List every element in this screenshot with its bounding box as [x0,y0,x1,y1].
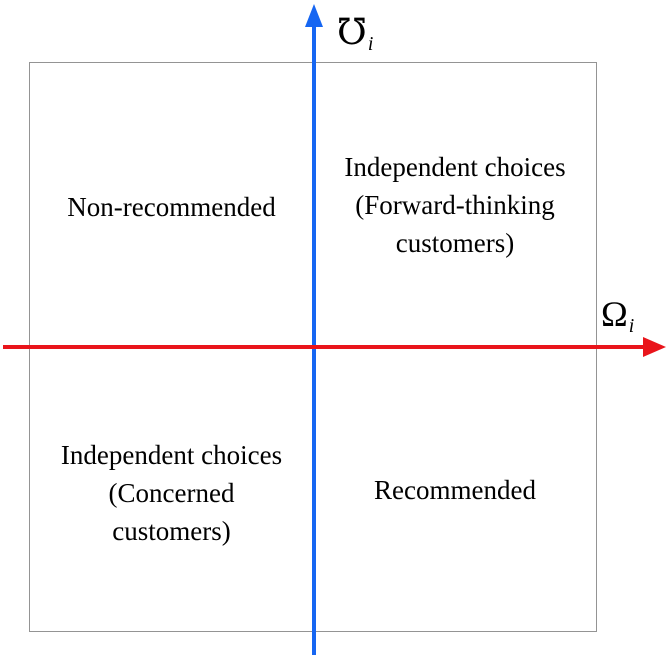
quadrant-label-top-left: Non-recommended [30,188,313,226]
quadrant-label-top-right: Independent choices (Forward-thinking cu… [313,148,597,262]
quadrant-text-line: Recommended [374,475,536,505]
quadrant-label-bottom-right: Recommended [313,471,597,509]
x-axis-label: Ωi [601,296,634,336]
x-axis-subscript: i [628,314,635,337]
quadrant-text-line: Non-recommended [67,192,276,222]
quadrant-text-line: (Forward-thinking [355,190,555,220]
quadrant-text-line: Independent choices [60,440,283,470]
y-axis-label: ℧i [337,14,373,54]
quadrant-label-bottom-left: Independent choices (Concerned customers… [30,436,313,550]
up-arrowhead-icon [305,4,323,27]
right-arrowhead-icon [643,337,666,357]
quadrant-text-line: (Concerned [108,478,235,508]
x-axis-line [3,345,646,349]
y-axis-subscript: i [367,32,374,55]
quadrant-text-line: customers) [395,228,515,258]
quadrant-text-line: Independent choices [344,152,566,182]
x-axis-symbol: Ω [601,294,628,334]
y-axis-symbol: ℧ [337,12,367,53]
y-axis-line [312,25,316,655]
quadrant-text-line: customers) [112,516,231,546]
